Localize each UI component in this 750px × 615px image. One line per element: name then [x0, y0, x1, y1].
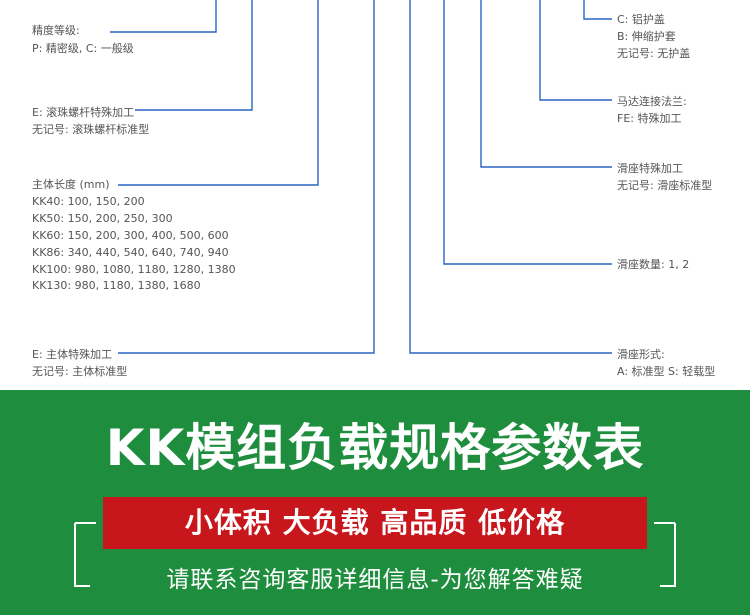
connector-slider-count [443, 0, 612, 265]
slider-count: 滑座数量: 1, 2 [617, 258, 690, 271]
length-row: KK60: 150, 200, 300, 400, 500, 600 [32, 229, 229, 242]
connector-accuracy [110, 0, 217, 33]
ball-screw-desc: 无记号: 滚珠螺杆标准型 [32, 123, 150, 136]
slider-special-desc: 无记号: 滑座标准型 [617, 179, 713, 192]
banner-title: KK模组负载规格参数表 [105, 419, 645, 477]
connector-length [118, 0, 319, 186]
ball-screw-title: E: 滚珠螺杆特殊加工 [32, 106, 135, 119]
motor-desc: FE: 特殊加工 [617, 112, 682, 125]
connector-slider-type [409, 0, 612, 354]
contact-line: 请联系咨询客服详细信息-为您解答难疑 [166, 567, 584, 593]
length-title: 主体长度 (mm) [32, 178, 110, 191]
body-desc: 无记号: 主体标准型 [32, 365, 128, 378]
length-row: KK100: 980, 1080, 1180, 1280, 1380 [32, 263, 236, 276]
motor-title: 马达连接法兰: [617, 95, 687, 108]
connector-motor [539, 0, 612, 101]
cover-line-3: 无记号: 无护盖 [617, 47, 691, 60]
cover-line-1: C: 铝护盖 [617, 13, 665, 26]
connector-slider-special [480, 0, 612, 168]
cover-line-2: B: 伸缩护套 [617, 30, 676, 43]
length-row: KK86: 340, 440, 540, 640, 740, 940 [32, 246, 229, 259]
tagline-box: 小体积 大负载 高品质 低价格 [103, 497, 647, 549]
slider-special-title: 滑座特殊加工 [617, 162, 683, 175]
connector-ball-screw [135, 0, 253, 111]
body-title: E: 主体特殊加工 [32, 348, 113, 361]
slider-type-desc: A: 标准型 S: 轻载型 [617, 365, 716, 378]
length-row: KK40: 100, 150, 200 [32, 195, 145, 208]
accuracy-title: 精度等级: [32, 24, 80, 37]
connector-body [118, 0, 375, 354]
connector-lines [110, 0, 612, 354]
length-row: KK50: 150, 200, 250, 300 [32, 212, 173, 225]
length-row: KK130: 980, 1180, 1380, 1680 [32, 279, 201, 292]
connector-cover [583, 0, 612, 20]
slider-type-title: 滑座形式: [617, 348, 665, 361]
accuracy-desc: P: 精密级, C: 一般级 [32, 42, 134, 55]
